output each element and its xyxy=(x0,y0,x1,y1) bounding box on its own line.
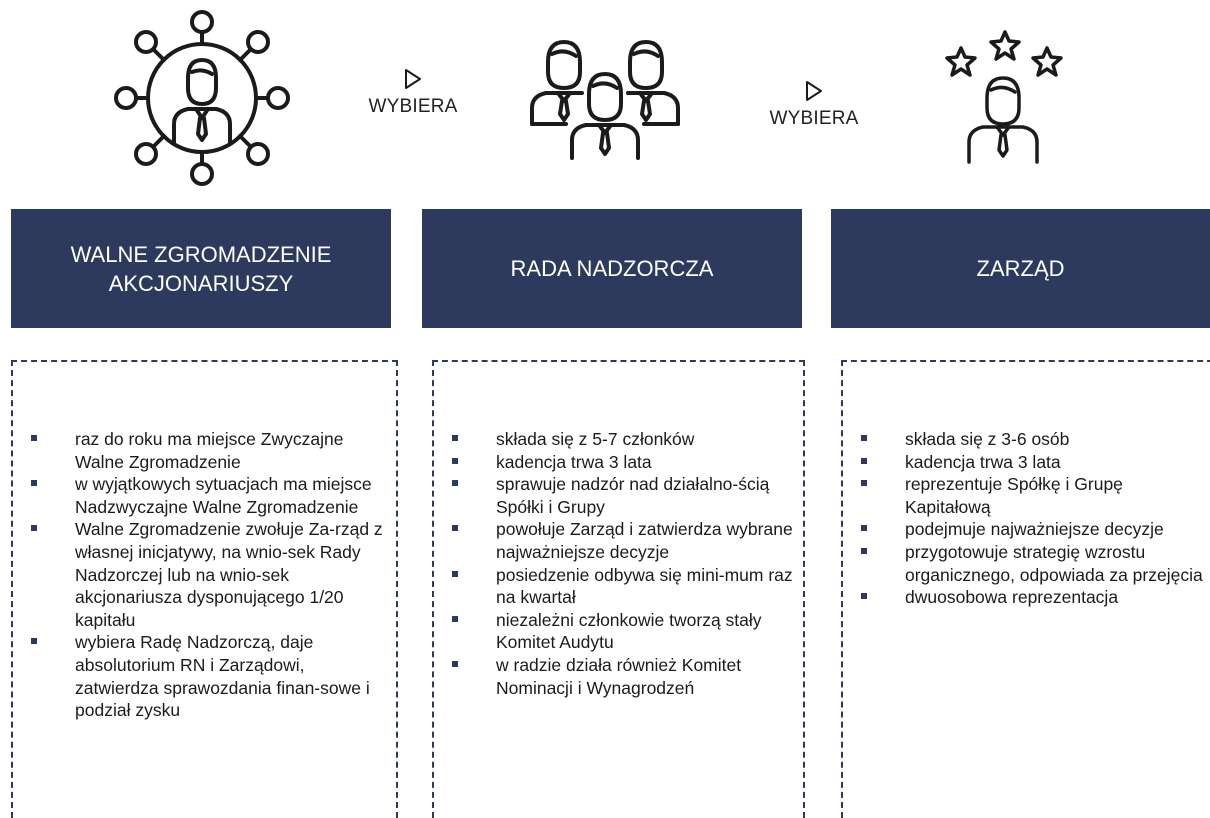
header-walne-zgromadzenie: WALNE ZGROMADZENIE AKCJONARIUSZY xyxy=(11,209,391,328)
list-item: powołuje Zarząd i zatwierdza wybrane naj… xyxy=(434,518,799,563)
list-item: kadencja trwa 3 lata xyxy=(843,451,1209,474)
header-rada-nadzorcza: RADA NADZORCZA xyxy=(422,209,802,328)
list-item: niezależni członkowie tworzą stały Komit… xyxy=(434,609,799,654)
list-item: Walne Zgromadzenie zwołuje Za-rząd z wła… xyxy=(13,518,392,631)
header-title: WALNE ZGROMADZENIE AKCJONARIUSZY xyxy=(70,241,332,296)
group-people-icon xyxy=(526,38,684,162)
list-item: składa się z 5-7 członków xyxy=(434,428,799,451)
column-box-walne-zgromadzenie: raz do roku ma miejsce Zwyczajne Walne Z… xyxy=(11,360,398,818)
list-item: raz do roku ma miejsce Zwyczajne Walne Z… xyxy=(13,428,392,473)
list-item: podejmuje najważniejsze decyzje xyxy=(843,518,1209,541)
list-item: wybiera Radę Nadzorczą, daje absolutoriu… xyxy=(13,631,392,721)
bullet-list: raz do roku ma miejsce Zwyczajne Walne Z… xyxy=(13,428,392,722)
bullet-list: składa się z 3-6 osób kadencja trwa 3 la… xyxy=(843,428,1209,609)
list-item: kadencja trwa 3 lata xyxy=(434,451,799,474)
flow-arrow-2: WYBIERA xyxy=(754,80,874,130)
list-item: sprawuje nadzór nad działalno-ścią Spółk… xyxy=(434,473,799,518)
play-arrow-icon xyxy=(405,69,421,89)
list-item: przygotowuje strategię wzrostu organiczn… xyxy=(843,541,1209,586)
flow-arrow-1: WYBIERA xyxy=(353,68,473,118)
header-title: ZARZĄD xyxy=(976,256,1065,281)
network-person-icon xyxy=(112,8,292,188)
arrow-label: WYBIERA xyxy=(368,96,458,117)
bullet-list: składa się z 5-7 członków kadencja trwa … xyxy=(434,428,799,699)
list-item: reprezentuje Spółkę i Grupę Kapitałową xyxy=(843,473,1209,518)
list-item: składa się z 3-6 osób xyxy=(843,428,1209,451)
header-zarzad: ZARZĄD xyxy=(831,209,1210,328)
arrow-label: WYBIERA xyxy=(769,108,859,129)
person-stars-icon xyxy=(943,26,1067,166)
list-item: w radzie działa również Komitet Nominacj… xyxy=(434,654,799,699)
play-arrow-icon xyxy=(806,81,822,101)
list-item: dwuosobowa reprezentacja xyxy=(843,586,1209,609)
list-item: w wyjątkowych sytuacjach ma miejsce Nadz… xyxy=(13,473,392,518)
list-item: posiedzenie odbywa się mini-mum raz na k… xyxy=(434,564,799,609)
header-title: RADA NADZORCZA xyxy=(510,256,714,281)
column-box-zarzad: składa się z 3-6 osób kadencja trwa 3 la… xyxy=(841,360,1210,818)
column-box-rada-nadzorcza: składa się z 5-7 członków kadencja trwa … xyxy=(432,360,805,818)
